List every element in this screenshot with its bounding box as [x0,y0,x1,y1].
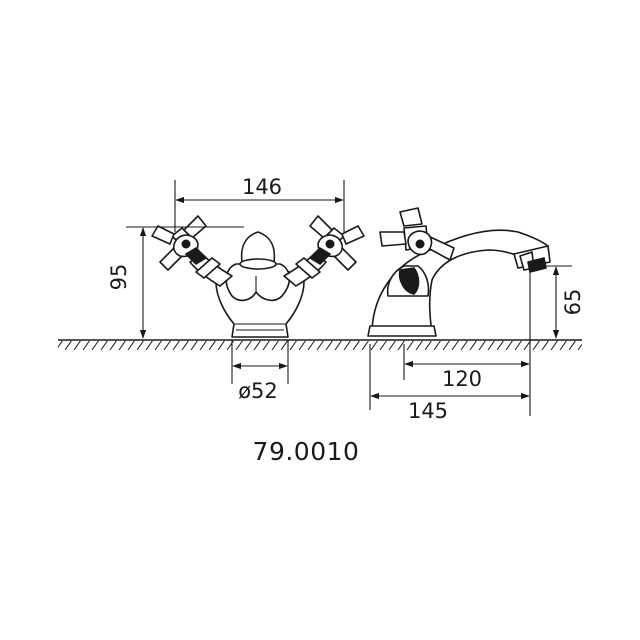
product-code: 79.0010 [253,437,360,466]
dimension-spout-reach [403,268,531,416]
dimension-front-height [126,226,244,339]
dimension-label-95: 95 [107,264,131,291]
side-view-tap [367,207,551,337]
dimension-overall-depth [369,344,530,410]
dimension-side-height [534,265,572,339]
ground-line [58,339,582,350]
dimension-label-65: 65 [561,289,585,316]
dimension-label-145: 145 [408,399,448,423]
dimension-label-diameter: ø52 [238,379,278,403]
dimension-handle-spacing [174,180,345,232]
dimension-base-diameter [231,340,289,384]
front-view-tap [151,215,365,338]
dimension-label-146: 146 [242,175,282,199]
dimension-label-120: 120 [442,367,482,391]
